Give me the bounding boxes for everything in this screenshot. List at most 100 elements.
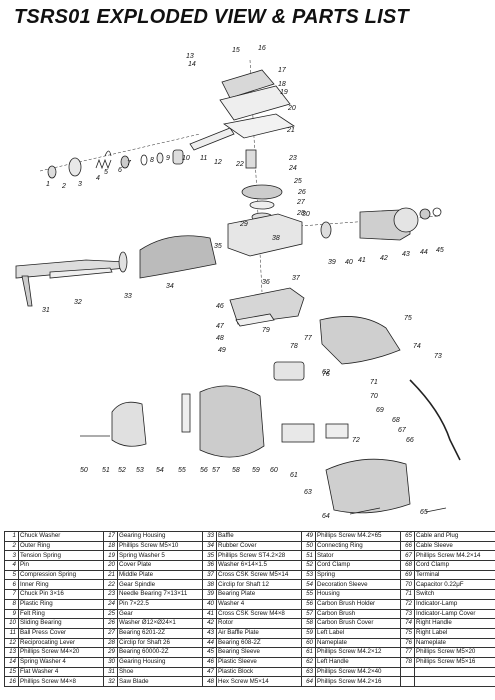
part-name: Bearing Sleeve — [216, 647, 302, 658]
part-number: 72 — [400, 598, 415, 610]
part-number: 2 — [4, 540, 19, 552]
part-name: Gearing Housing — [117, 656, 203, 668]
callout-40: 40 — [345, 259, 353, 266]
part-name: Plastic Ring — [18, 598, 104, 610]
callout-32: 32 — [74, 299, 82, 306]
part-number: 75 — [400, 627, 415, 639]
part-name: Rotor — [216, 618, 302, 629]
part-name: Right Label — [414, 627, 495, 639]
part-name: Ball Press Cover — [18, 627, 104, 639]
part-number: 73 — [400, 608, 415, 620]
callout-53: 53 — [136, 467, 144, 474]
part-number: 31 — [103, 666, 118, 678]
part-number: 52 — [301, 560, 316, 571]
part-name — [414, 666, 495, 678]
callout-78: 78 — [290, 343, 298, 350]
part-number: 10 — [4, 618, 19, 629]
callout-41: 41 — [358, 257, 366, 264]
part-name: Chuck Washer — [18, 531, 104, 542]
part-name: Phillips Screw M4.2×65 — [315, 531, 401, 542]
part-name: Gear Spindle — [117, 579, 203, 591]
part-number: 69 — [400, 569, 415, 581]
part-number: 13 — [4, 647, 19, 658]
part-number: 49 — [301, 531, 316, 542]
part-name: Flat Washer 4 — [18, 666, 104, 678]
part-number: 29 — [103, 647, 118, 658]
part-name: Terminal — [414, 569, 495, 581]
part-number: 33 — [202, 531, 217, 542]
callout-76: 76 — [322, 371, 330, 378]
callout-54: 54 — [156, 467, 164, 474]
part-name: Bearing 6201-2Z — [117, 627, 203, 639]
part-number: 43 — [202, 627, 217, 639]
part-name: Circlip for Shaft 26 — [117, 637, 203, 649]
callout-1: 1 — [46, 181, 50, 188]
part-name: Carbon Brush — [315, 608, 401, 620]
callout-63: 63 — [304, 489, 312, 496]
callout-55: 55 — [178, 467, 186, 474]
callout-29: 29 — [239, 221, 248, 228]
part-number: 38 — [202, 579, 217, 591]
part-number: 18 — [103, 540, 118, 552]
part-number: 19 — [103, 550, 118, 562]
callout-42: 42 — [380, 255, 388, 262]
callout-59: 59 — [252, 467, 260, 474]
part-name: Cable Sleeve — [414, 540, 495, 552]
part-number: 47 — [202, 666, 217, 678]
page-title: TSRS01 EXPLODED VIEW & PARTS LIST — [14, 6, 409, 28]
part-name: Hex Screw M5×14 — [216, 676, 302, 687]
part-name: Felt Ring — [18, 608, 104, 620]
callout-77: 77 — [304, 335, 313, 342]
callout-22: 22 — [235, 161, 244, 168]
callout-66: 66 — [406, 437, 414, 444]
callout-11: 11 — [200, 155, 207, 162]
callout-64: 64 — [322, 513, 330, 520]
part-name: Cable and Plug — [414, 531, 495, 542]
part-number: 77 — [400, 647, 415, 658]
part-name: Housing — [315, 589, 401, 600]
part-number: 3 — [4, 550, 19, 562]
part-number: 8 — [4, 598, 19, 610]
callout-71: 71 — [370, 379, 378, 386]
part-number: 11 — [4, 627, 19, 639]
part-number: 12 — [4, 637, 19, 649]
part-number: 32 — [103, 676, 118, 687]
callout-75: 75 — [404, 315, 412, 322]
part-name: Capacitor 0.22μF — [414, 579, 495, 591]
part-name: Cover Plate — [117, 560, 203, 571]
part-number: 5 — [4, 569, 19, 581]
part-name: Washer 6×14×1.5 — [216, 560, 302, 571]
callout-17: 17 — [278, 67, 287, 74]
part-name: Left Handle — [315, 656, 401, 668]
part-name: Left Label — [315, 627, 401, 639]
callout-58: 58 — [232, 467, 240, 474]
part-name: Phillips Screw M5×10 — [117, 540, 203, 552]
part-number: 74 — [400, 618, 415, 629]
part-name: Carbon Brush Holder — [315, 598, 401, 610]
callout-72: 72 — [352, 437, 360, 444]
part-name: Pin — [18, 560, 104, 571]
callout-57: 57 — [212, 467, 221, 474]
part-number: 55 — [301, 589, 316, 600]
part-number: 53 — [301, 569, 316, 581]
part-name: Air Baffle Plate — [216, 627, 302, 639]
callout-21: 21 — [286, 127, 295, 134]
callout-16: 16 — [258, 45, 266, 52]
part-number: 46 — [202, 656, 217, 668]
part-name: Sliding Bearing — [18, 618, 104, 629]
callout-20: 20 — [287, 105, 296, 112]
part-number: 57 — [301, 608, 316, 620]
part-name: Phillips Screw M4.2×12 — [315, 647, 401, 658]
part-number: 56 — [301, 598, 316, 610]
callout-48: 48 — [216, 335, 224, 342]
callout-18: 18 — [278, 81, 286, 88]
callout-67: 67 — [398, 427, 407, 434]
part-name: Stator — [315, 550, 401, 562]
part-number: 63 — [301, 666, 316, 678]
